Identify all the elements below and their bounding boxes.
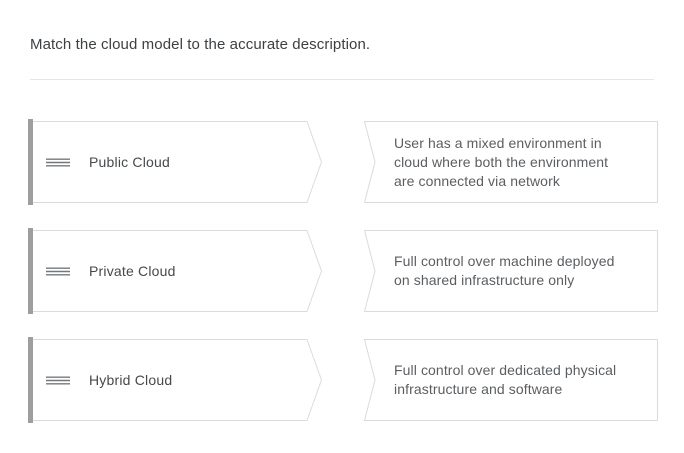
model-label: Public Cloud — [89, 154, 170, 170]
notched-card-shape — [364, 121, 658, 203]
divider — [30, 79, 654, 80]
model-label: Private Cloud — [89, 263, 176, 279]
match-row-2: Private Cloud Full control over machine … — [0, 228, 684, 314]
description-text: Full control over machine deployed on sh… — [364, 252, 615, 290]
drag-accent-bar — [28, 119, 33, 205]
model-card-content: Hybrid Cloud — [28, 339, 322, 421]
model-card-private-cloud[interactable]: Private Cloud — [28, 228, 322, 314]
description-line: infrastructure and software — [394, 381, 563, 397]
description-line: Full control over machine deployed — [394, 253, 615, 269]
notched-card-shape — [364, 339, 658, 421]
match-row-1: Public Cloud User has a mixed environmen… — [0, 119, 684, 205]
drag-accent-bar — [28, 228, 33, 314]
description-line: User has a mixed environment in — [394, 134, 602, 151]
description-text: User has a mixed environment in cloud wh… — [364, 134, 608, 191]
description-drop-zone-3[interactable]: Full control over dedicated physical inf… — [364, 339, 658, 421]
description-line: are connected via network — [394, 172, 560, 189]
description-drop-zone-1[interactable]: User has a mixed environment in cloud wh… — [364, 121, 658, 203]
drag-handle-icon[interactable] — [46, 267, 70, 276]
description-line: cloud where both the environment — [394, 153, 609, 170]
model-card-hybrid-cloud[interactable]: Hybrid Cloud — [28, 337, 322, 423]
match-row-3: Hybrid Cloud Full control over dedicated… — [0, 337, 684, 423]
description-drop-zone-2[interactable]: Full control over machine deployed on sh… — [364, 230, 658, 312]
model-card-public-cloud[interactable]: Public Cloud — [28, 119, 322, 205]
drag-handle-icon[interactable] — [46, 376, 70, 385]
drag-handle-icon[interactable] — [46, 158, 70, 167]
description-line: on shared infrastructure only — [394, 272, 575, 288]
model-card-content: Private Cloud — [28, 230, 322, 312]
drag-accent-bar — [28, 337, 33, 423]
model-card-content: Public Cloud — [28, 121, 322, 203]
notched-card-shape — [364, 230, 658, 312]
model-label: Hybrid Cloud — [89, 372, 173, 388]
description-line: Full control over dedicated physical — [394, 362, 617, 378]
description-text: Full control over dedicated physical inf… — [364, 361, 616, 399]
question-title: Match the cloud model to the accurate de… — [30, 36, 371, 53]
